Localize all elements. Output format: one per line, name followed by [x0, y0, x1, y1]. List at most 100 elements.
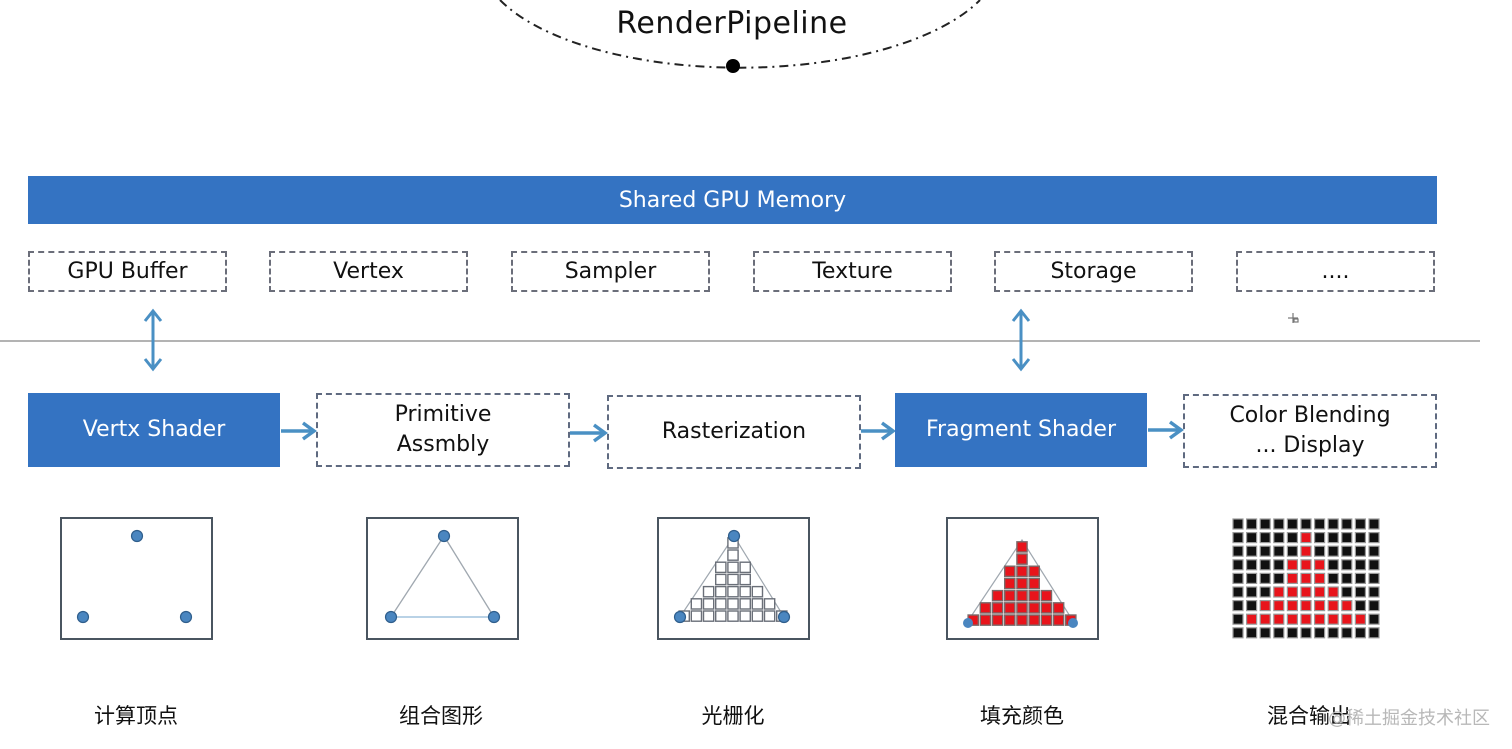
vertex-dot [963, 618, 973, 628]
vertex-dot [384, 610, 398, 624]
pixel-black [1354, 545, 1367, 557]
caption-rasterize: 光栅化 [701, 704, 765, 728]
pixel-cell [1016, 577, 1028, 590]
pixel-black [1245, 531, 1258, 544]
pixel-black [1341, 518, 1353, 530]
pixel-black [1232, 545, 1244, 557]
pixel-cell [991, 614, 1004, 626]
pixel-cell [727, 610, 739, 622]
pixel-red [1273, 613, 1285, 625]
pixel-cell [1028, 589, 1040, 602]
pixel-black [1368, 586, 1380, 598]
pixel-cell [727, 561, 739, 574]
pixel-red [1313, 613, 1326, 625]
pixel-cell [1004, 565, 1016, 578]
vertex-dot [130, 529, 144, 543]
pixel-red [1286, 559, 1299, 571]
flow-arrow-2 [570, 423, 608, 443]
render-pipeline-arc [499, 0, 981, 69]
pixel-black [1232, 613, 1244, 625]
pixel-black [1273, 545, 1285, 557]
pixel-cell [1052, 602, 1065, 614]
pixel-black [1313, 531, 1326, 544]
pixel-black [1354, 559, 1367, 571]
pixel-cell [1016, 541, 1028, 553]
pixel-cell [727, 549, 739, 561]
resource-vertex: Vertex [269, 251, 468, 292]
pixel-cell [690, 610, 703, 622]
pixel-cell [715, 573, 727, 586]
stage-rasterization: Rasterization [607, 395, 861, 469]
pixel-cell [979, 614, 992, 626]
pixel-black [1354, 586, 1367, 598]
pixel-red [1286, 613, 1299, 625]
vertex-dot [727, 529, 741, 543]
pixel-cell [1028, 602, 1040, 614]
pixel-black [1259, 627, 1271, 639]
pixel-red [1300, 545, 1312, 557]
pixel-black [1286, 545, 1299, 557]
pixel-red [1354, 613, 1367, 625]
shared-gpu-memory-bar: Shared GPU Memory [28, 176, 1437, 224]
pixel-black [1245, 518, 1258, 530]
page-title: RenderPipeline [616, 6, 848, 41]
pixel-cell [702, 598, 715, 610]
pixel-black [1327, 545, 1339, 557]
pixel-red [1286, 586, 1299, 598]
pixel-cell [739, 585, 751, 598]
pixel-cell [1052, 614, 1065, 626]
pixel-red [1313, 572, 1326, 585]
flow-arrow-3 [861, 421, 896, 441]
pixel-black [1245, 559, 1258, 571]
pixel-black [1313, 518, 1326, 530]
pixel-black [1327, 627, 1339, 639]
pixel-black [1273, 627, 1285, 639]
pixel-black [1245, 545, 1258, 557]
pixel-black [1354, 518, 1367, 530]
vertex-dot [487, 610, 501, 624]
flow-arrow-1 [281, 421, 317, 441]
stage-color-blending-display: Color Blending ... Display [1183, 394, 1437, 468]
pixel-black [1341, 545, 1353, 557]
pixel-black [1341, 586, 1353, 598]
pixel-red [1259, 599, 1271, 612]
pixel-cell [991, 589, 1004, 602]
pixel-black [1245, 627, 1258, 639]
pixel-black [1327, 572, 1339, 585]
pixel-red [1300, 559, 1312, 571]
cursor-icon [1288, 313, 1299, 323]
pixel-cell [739, 610, 751, 622]
caption-compute-vertices: 计算顶点 [94, 704, 178, 728]
pixel-red [1341, 599, 1353, 612]
pixel-cell [751, 610, 764, 622]
pixel-red [1300, 531, 1312, 544]
pixel-black [1341, 627, 1353, 639]
pixel-cell [1016, 602, 1028, 614]
flow-arrow-4 [1148, 420, 1184, 440]
pixel-cell [727, 598, 739, 610]
pixel-black [1368, 545, 1380, 557]
pixel-cell [1004, 602, 1016, 614]
pixel-black [1259, 545, 1271, 557]
caption-blend-output: 混合输出 [1267, 704, 1351, 728]
storage-fragment-shader-arrow [1011, 308, 1031, 372]
pixel-black [1286, 518, 1299, 530]
stage-color-blending-line1: Color Blending [1229, 403, 1391, 428]
pixel-black [1259, 586, 1271, 598]
pixel-black [1259, 559, 1271, 571]
vertices-illustration [60, 517, 213, 640]
pixel-black [1286, 627, 1299, 639]
fragment-illustration [946, 517, 1099, 640]
triangle-illustration [366, 517, 519, 640]
stage-fragment-shader: Fragment Shader [895, 393, 1147, 467]
pixel-cell [690, 598, 703, 610]
pixel-black [1273, 572, 1285, 585]
vertex-dot [76, 610, 90, 624]
pixel-black [1313, 627, 1326, 639]
pixel-black [1354, 599, 1367, 612]
pixel-cell [702, 585, 715, 598]
pixel-black [1327, 518, 1339, 530]
pixel-black [1368, 518, 1380, 530]
pixel-black [1368, 613, 1380, 625]
